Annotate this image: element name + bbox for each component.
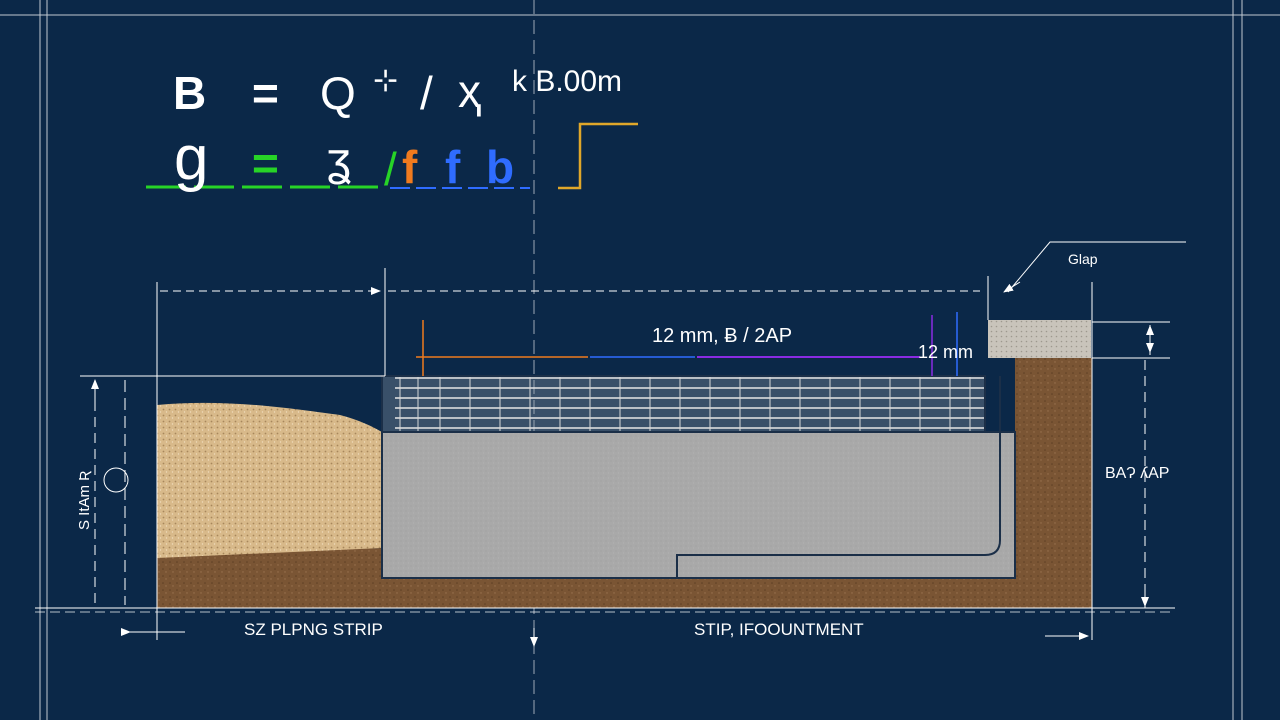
dimension-top-label: 12 mm, Ƀ / 2AP xyxy=(652,325,793,347)
formula2-term-fb: f xyxy=(445,141,461,193)
formula2-equals: = xyxy=(252,137,279,189)
gravel-cap xyxy=(988,320,1091,358)
formula1-lhs: B xyxy=(173,67,207,119)
dimension-lines xyxy=(35,241,1186,647)
formula1-slash: / xyxy=(420,67,433,119)
formula2-term-a: ʓ xyxy=(326,133,352,185)
formula2-slash: / xyxy=(384,143,397,195)
dimension-right-label: 12 mm xyxy=(918,342,974,362)
formula1-term-b: ⊹ xyxy=(373,64,399,97)
concrete-footing xyxy=(381,431,1016,579)
bottom-left-label: SZ PLPNG STRIP xyxy=(244,620,383,639)
formula1-term-a: Q xyxy=(320,67,356,119)
formula1-equals: = xyxy=(252,67,279,119)
rebar-cage xyxy=(381,375,986,433)
formula2-lhs: g xyxy=(174,124,209,193)
bottom-right-label: STIP, IFOOUNTMENT xyxy=(694,620,864,639)
soil-layer xyxy=(157,358,1092,608)
right-vertical-label: BAɁ ʎAP xyxy=(1105,465,1170,482)
formula1-term-c: ҳ xyxy=(458,65,481,117)
formula-bracket xyxy=(558,122,638,190)
left-vertical-label: S ItAm Ʀ xyxy=(76,470,93,530)
inner-recess-outline xyxy=(676,376,1001,578)
colored-dimension-lines xyxy=(416,312,958,376)
callout-label: Glap xyxy=(1068,251,1098,267)
formula1-value: k B.00m xyxy=(512,65,623,98)
formula2-term-f: f xyxy=(402,141,418,193)
formula2-term-b: b xyxy=(486,141,515,193)
sand-fill xyxy=(157,402,382,558)
